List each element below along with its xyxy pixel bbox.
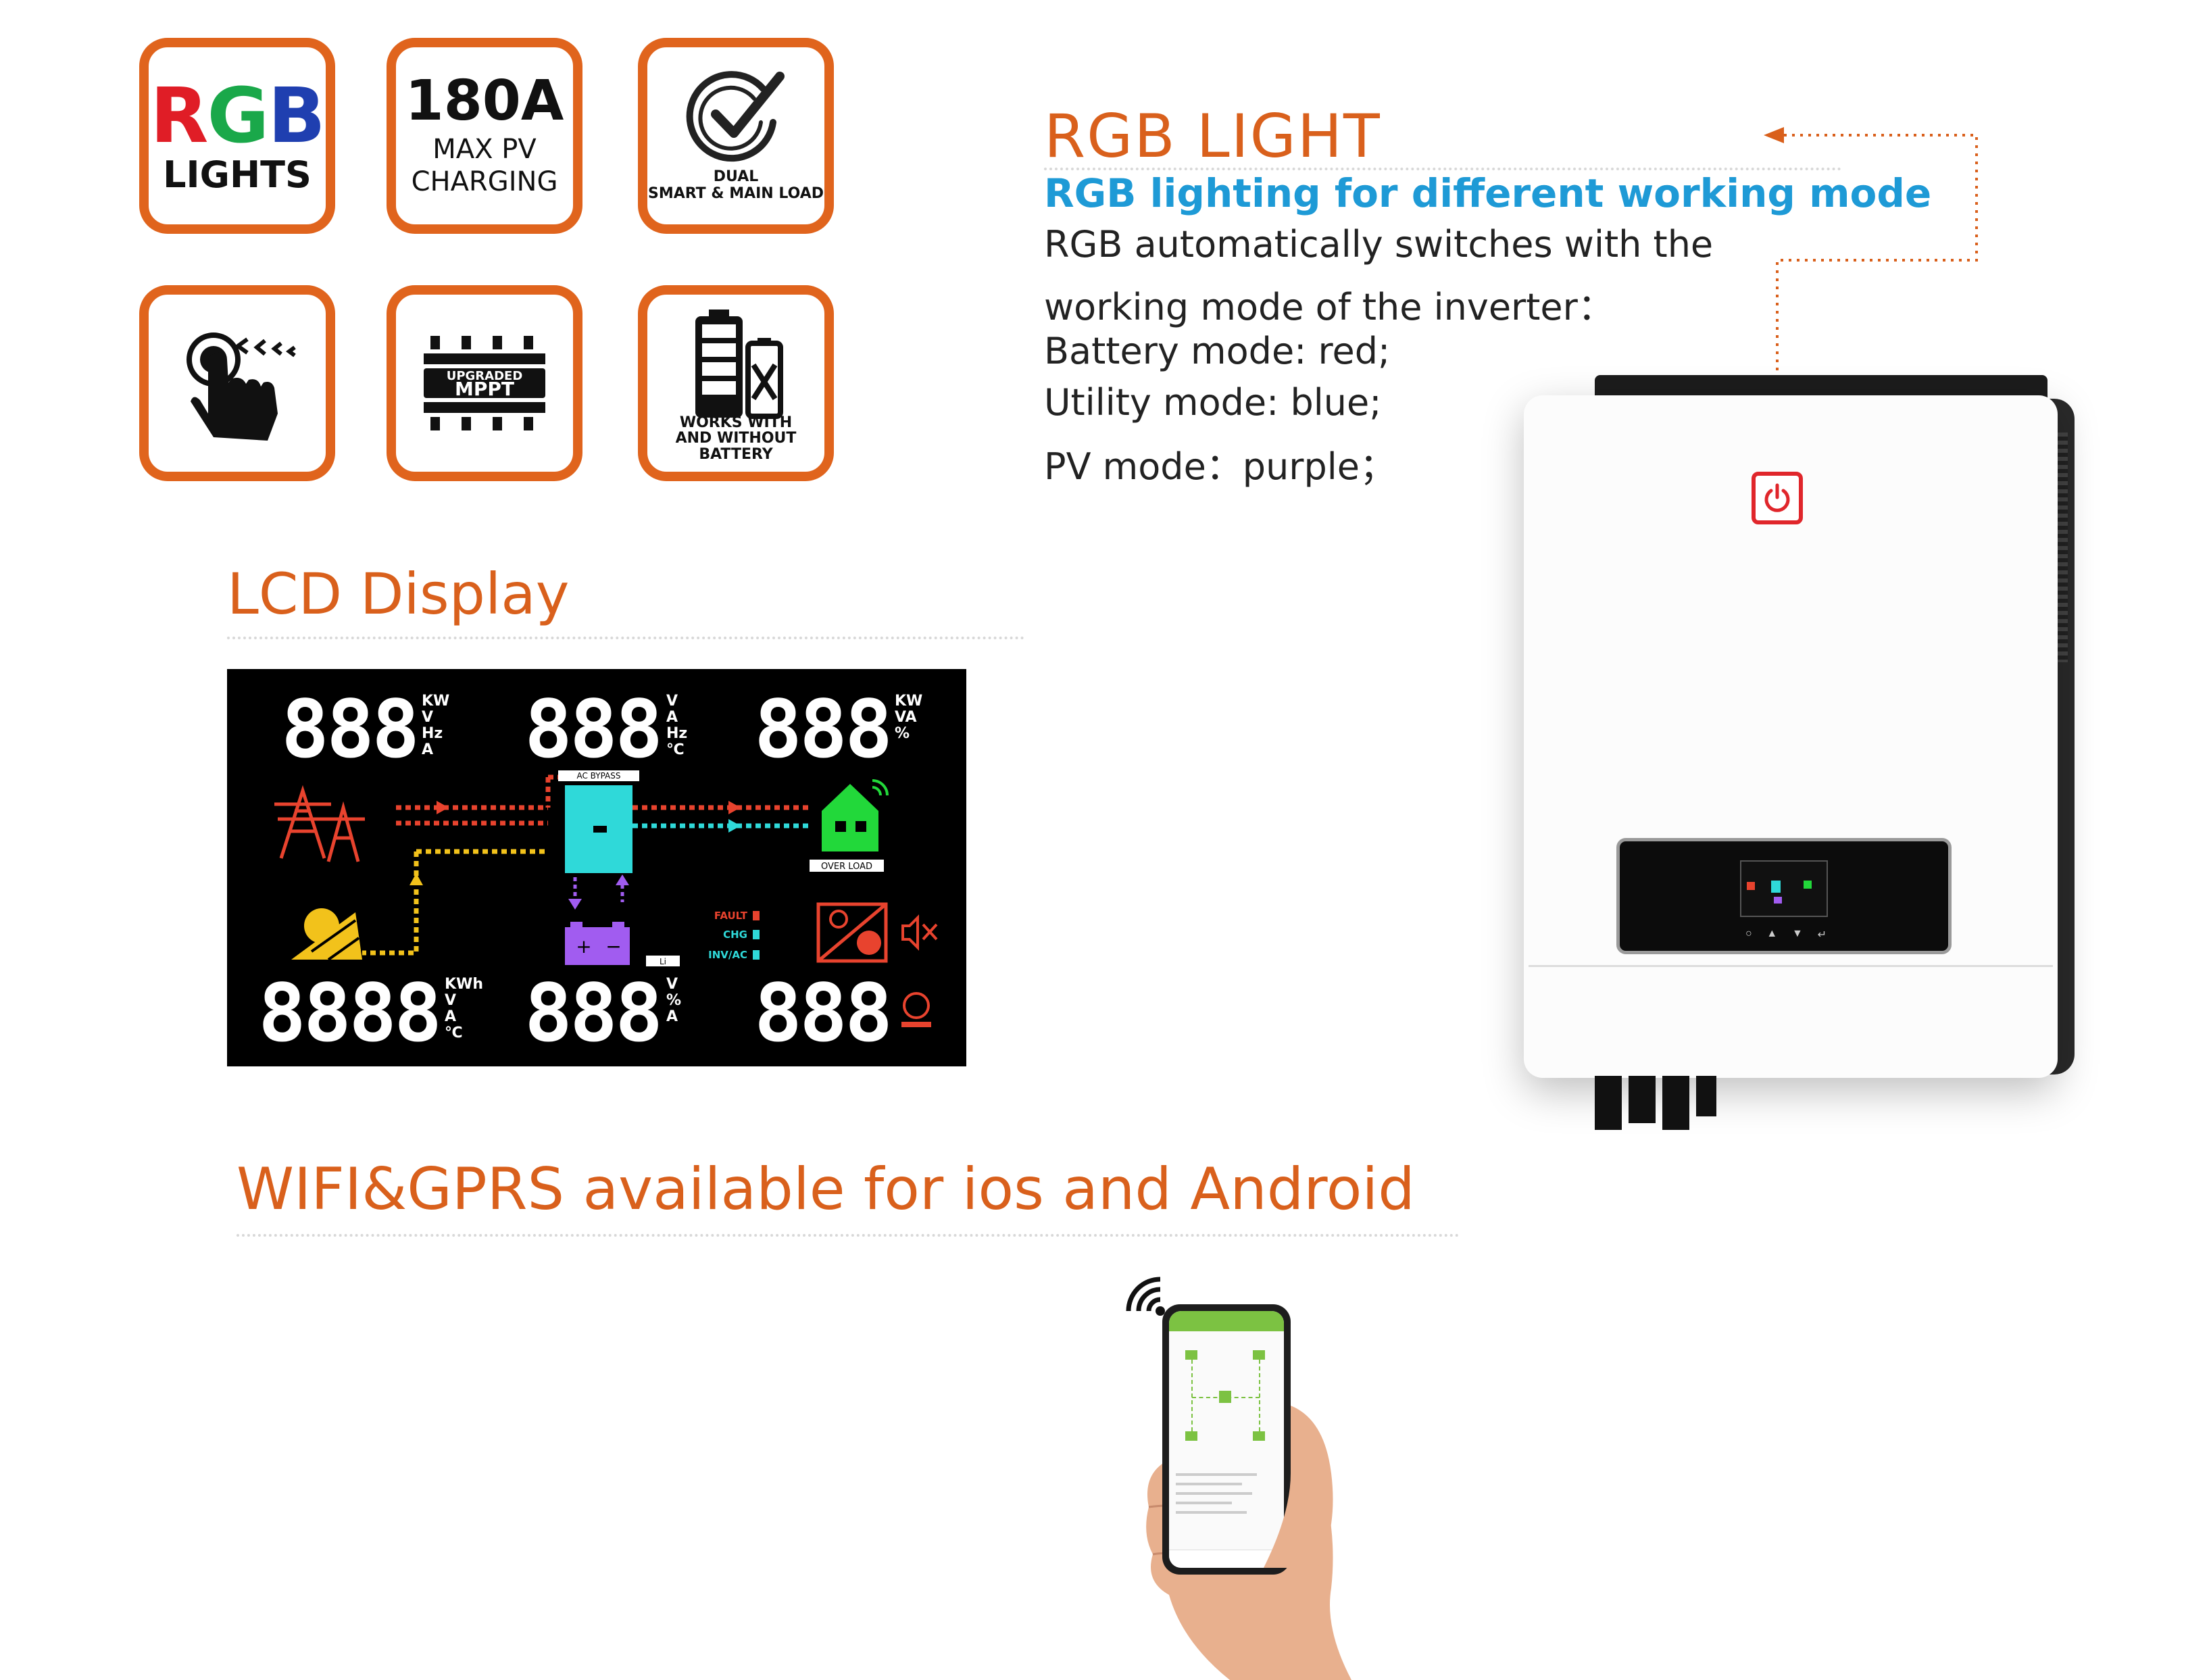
lcd-digits-bottom-left: 8888 [258, 966, 442, 1060]
lcd-units-bottom-mid: V%A [666, 976, 682, 1025]
lcd-mute-icon [901, 914, 938, 951]
phone-in-hand [1128, 1304, 1358, 1680]
battery-badge: WORKS WITH AND WITHOUT BATTERY [638, 285, 834, 481]
rgb-title-divider [1044, 168, 1841, 170]
thumb-icon [1264, 1406, 1333, 1568]
lcd-fault-icon [816, 902, 888, 963]
rgb-light-subtitle: RGB lighting for different working mode [1044, 170, 1932, 216]
phone-body [1162, 1304, 1291, 1575]
rgb-wordmark: RGB [150, 72, 326, 160]
lcd-digits-bottom-mid: 888 [524, 966, 663, 1060]
lcd-overload-label: OVER LOAD [821, 862, 872, 872]
lcd-digits-bottom-right: 888 [754, 966, 893, 1060]
pointer-line [1764, 127, 1978, 446]
lcd-fault-label: FAULT [714, 910, 748, 922]
app-list [1176, 1466, 1277, 1521]
badge-without-text: AND WITHOUT [675, 430, 797, 447]
lcd-house-icon [822, 779, 889, 851]
inverter-power-button[interactable] [1752, 472, 1803, 524]
lcd-alarm-icon [901, 992, 931, 1027]
phone-screen [1169, 1311, 1284, 1568]
badge-maxpv-text: MAX PV [432, 134, 537, 165]
app-header [1169, 1311, 1284, 1331]
lcd-invac-label: INV/AC [708, 949, 747, 961]
lcd-digits-top-left: 888 [281, 683, 420, 776]
lcd-solar-icon [291, 908, 362, 961]
rgb-desc-line-1: RGB automatically switches with the [1044, 223, 1714, 266]
lcd-display-title: LCD Display [227, 561, 570, 627]
lcd-chg-label: CHG [723, 929, 747, 941]
inverter-nav-keys[interactable]: ○ ▲ ▼ ↵ [1745, 928, 1827, 941]
app-flow-diagram [1178, 1343, 1274, 1445]
mppt-badge: UPGRADED MPPT [387, 285, 582, 481]
badge-lights-text: LIGHTS [163, 153, 312, 196]
inverter-display-panel: ○ ▲ ▼ ↵ [1616, 838, 1952, 954]
wifi-signal-icon [1126, 1277, 1165, 1316]
badge-180a-text: 180A [405, 69, 564, 133]
rgb-desc-line-5: PV mode：purple； [1044, 445, 1397, 488]
key-up-icon[interactable]: ▲ [1766, 928, 1778, 939]
grid-tower-icon [274, 785, 365, 862]
badge-battery-text: BATTERY [699, 445, 773, 463]
touch-badge [139, 285, 335, 481]
badge-charging-text: CHARGING [411, 166, 558, 197]
key-enter-icon[interactable]: ↵ [1817, 929, 1827, 941]
inverter-connectors [1595, 1076, 1716, 1137]
svg-text:+: + [576, 935, 591, 958]
charging-badge: 180A MAX PV CHARGING [387, 38, 582, 234]
lcd-energy-flow: AC BYPASS OVER LOAD + − Li FAULT [274, 770, 938, 1027]
key-down-icon[interactable]: ▼ [1791, 928, 1803, 939]
power-icon [1764, 483, 1790, 512]
rgb-lights-badge: RGB LIGHTS [139, 38, 335, 234]
mppt-text: MPPT [455, 378, 514, 400]
app-tabbar[interactable] [1169, 1550, 1284, 1568]
lcd-digits-top-right: 888 [754, 683, 893, 776]
mppt-chip-icon: UPGRADED MPPT [424, 336, 545, 430]
lcd-title-divider [227, 637, 1024, 639]
touch-hand-icon [187, 332, 296, 441]
rgb-desc-line-2: working mode of the inverter： [1044, 286, 1614, 328]
check-circle-icon [686, 70, 785, 162]
battery-icon [695, 310, 783, 420]
wifi-gprs-title: WIFI&GPRS available for ios and Android [237, 1156, 1415, 1223]
svg-text:−: − [605, 935, 621, 958]
rgb-light-title: RGB LIGHT [1044, 101, 1381, 171]
lcd-li-label: Li [660, 957, 666, 966]
inverter-bottom-divider [1529, 965, 2053, 967]
rgb-desc-line-4: Utility mode: blue; [1044, 381, 1382, 424]
rgb-desc-line-3: Battery mode: red; [1044, 330, 1391, 372]
dual-load-badge: DUAL SMART & MAIN LOAD [638, 38, 834, 234]
inverter-mini-lcd [1740, 860, 1828, 917]
key-escape-icon[interactable]: ○ [1745, 928, 1752, 939]
mppt-upgraded-text: UPGRADED [447, 369, 523, 383]
badge-dual-text: DUAL [713, 168, 759, 185]
lcd-digits-top-mid: 888 [524, 683, 663, 776]
badge-works-text: WORKS WITH [679, 414, 793, 432]
lcd-battery-icon: + − [565, 922, 630, 965]
lcd-ac-bypass-label: AC BYPASS [576, 771, 620, 781]
wifi-title-divider [237, 1234, 1460, 1237]
inverter-side-vents [2054, 433, 2068, 662]
badge-smart-text: SMART & MAIN LOAD [647, 184, 824, 202]
